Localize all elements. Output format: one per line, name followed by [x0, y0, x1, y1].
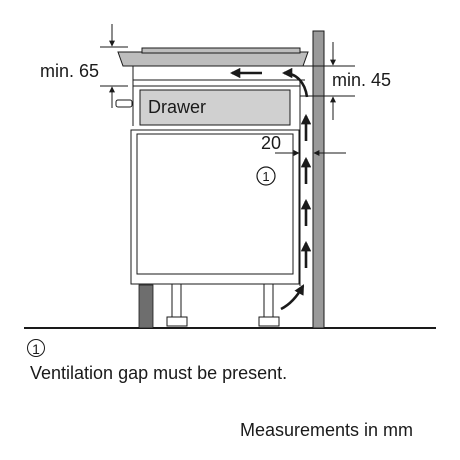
min-45-label: min. 45 — [332, 70, 391, 90]
min-65-label: min. 65 — [40, 61, 99, 81]
plinth — [138, 284, 154, 329]
measurements-note: Measurements in mm — [240, 420, 414, 440]
drawer-box — [139, 89, 291, 126]
airflow-arrows — [229, 67, 312, 311]
ventilation-marker-number: 1 — [262, 169, 269, 184]
wall — [312, 30, 325, 329]
legend-marker: 1 — [27, 339, 45, 357]
cabinet-legs — [166, 283, 280, 327]
legend-text: Ventilation gap must be present. — [30, 363, 288, 383]
ventilation-marker-circle — [256, 166, 276, 186]
airflow-curve-bottom-arrow — [280, 284, 305, 311]
drawer-handle — [115, 99, 133, 108]
dimension-min-45 — [300, 42, 355, 120]
cabinet — [130, 129, 300, 285]
airflow-curve-top-arrow — [281, 67, 309, 98]
gap-20-label: 20 — [261, 133, 281, 153]
hob-top-glass — [141, 47, 301, 54]
drawer-label: Drawer — [148, 97, 206, 117]
hob — [117, 51, 309, 67]
dimension-min-65 — [100, 24, 128, 108]
